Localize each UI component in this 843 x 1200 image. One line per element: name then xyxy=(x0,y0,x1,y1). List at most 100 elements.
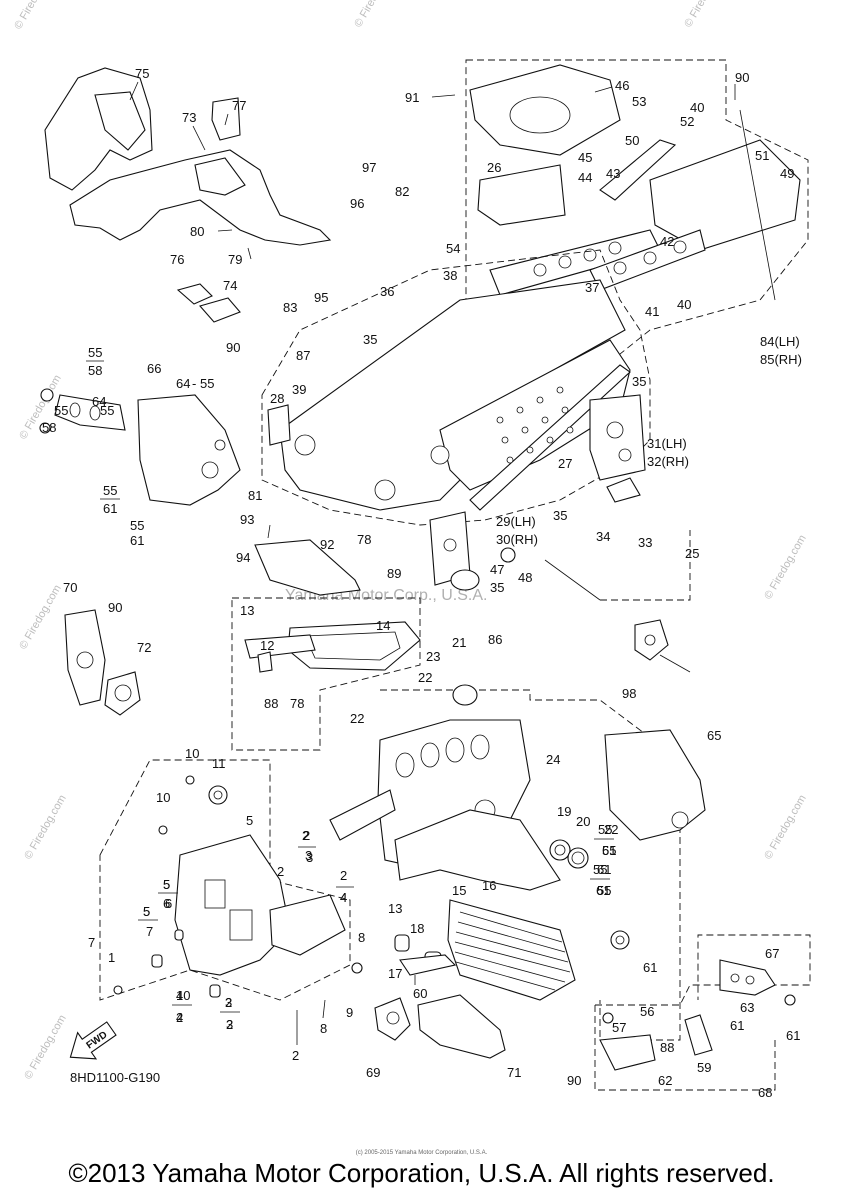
tunnel-holes xyxy=(496,386,574,464)
svg-text:2: 2 xyxy=(302,828,309,843)
part-number: 68 xyxy=(758,1085,772,1100)
part-number: 73 xyxy=(182,110,196,125)
part-number: 49 xyxy=(780,166,794,181)
part-number: 90 xyxy=(108,600,122,615)
part-number: 67 xyxy=(765,946,779,961)
part-number: 35 xyxy=(363,332,377,347)
part-number: 10 xyxy=(176,988,190,1003)
lower-right-assembly xyxy=(594,934,811,1091)
part-number: 81 xyxy=(248,488,262,503)
front-panels xyxy=(64,609,141,716)
part-number: 40 xyxy=(690,100,704,115)
part-number: 83 xyxy=(283,300,297,315)
fraction-mark: 5 7 xyxy=(138,904,158,939)
part-number: 90 xyxy=(735,70,749,85)
part-number: 8 xyxy=(358,930,365,945)
front-cover-assembly xyxy=(44,67,332,323)
fraction-marks: 55 58 64 - 55 55 61 2 3 2 4 5 6 xyxy=(86,345,616,1032)
part-number: 9 xyxy=(346,1005,353,1020)
part-number: 80 xyxy=(190,224,204,239)
part-number: 41 xyxy=(645,304,659,319)
fraction-mark: 2 3 xyxy=(298,828,316,865)
part-number: 35 xyxy=(490,580,504,595)
part-number: 44 xyxy=(578,170,592,185)
fraction-mark: 3 2 xyxy=(220,995,240,1032)
part-number: 47 xyxy=(490,562,504,577)
part-number: 82 xyxy=(395,184,409,199)
part-number: 35 xyxy=(553,508,567,523)
center-bulkhead xyxy=(329,684,681,1041)
small-credit: (c) 2005-2015 Yamaha Motor Corporation, … xyxy=(355,1150,488,1156)
part-number: 18 xyxy=(410,921,424,936)
svg-text:4: 4 xyxy=(176,988,183,1003)
part-number: 56 xyxy=(640,1004,654,1019)
part-number: 92 xyxy=(320,537,334,552)
part-number: 21 xyxy=(452,635,466,650)
svg-text:61: 61 xyxy=(602,843,616,858)
part-number: 43 xyxy=(606,166,620,181)
part-number: 4 xyxy=(340,890,347,905)
front-frame-plate xyxy=(231,597,421,751)
part-number: 30(RH) xyxy=(496,532,538,547)
part-number: 34 xyxy=(596,529,610,544)
svg-text:5: 5 xyxy=(163,877,170,892)
svg-text:6: 6 xyxy=(165,896,172,911)
rear-frame-assembly xyxy=(431,59,809,391)
part-number: 55 xyxy=(54,403,68,418)
part-number: 27 xyxy=(558,456,572,471)
part-number: 7 xyxy=(88,935,95,950)
part-number: 38 xyxy=(443,268,457,283)
left-front-frame xyxy=(99,759,363,1045)
part-number: 54 xyxy=(446,241,460,256)
part-number: 5 xyxy=(143,904,150,919)
part-number: 70 xyxy=(63,580,77,595)
part-number: 87 xyxy=(296,348,310,363)
part-number: 40 xyxy=(677,297,691,312)
corner-watermark: © Firedog.com xyxy=(22,793,69,862)
svg-text:3: 3 xyxy=(306,850,313,865)
part-number: 77 xyxy=(232,98,246,113)
corner-watermark: © Firedog.com xyxy=(22,1013,69,1082)
part-number: 69 xyxy=(366,1065,380,1080)
part-number: 78 xyxy=(357,532,371,547)
part-number: 10 xyxy=(185,746,199,761)
part-number: 66 xyxy=(147,361,161,376)
part-number: 55 xyxy=(130,518,144,533)
part-number: 14 xyxy=(376,618,390,633)
part-number: 64 xyxy=(92,394,106,409)
corner-watermark: © Firedog.com xyxy=(682,0,729,30)
part-number: 62 xyxy=(658,1073,672,1088)
part-number: 88 xyxy=(660,1040,674,1055)
corner-watermark: © Firedog.com xyxy=(762,793,809,862)
part-number: 29(LH) xyxy=(496,514,536,529)
part-number: 39 xyxy=(292,382,306,397)
diagram-code: 8HD1100-G190 xyxy=(70,1070,161,1085)
part-number: 12 xyxy=(260,638,274,653)
corner-watermark: © Firedog.com xyxy=(352,0,399,30)
part-number: 46 xyxy=(615,78,629,93)
fraction-mark: 55 61 xyxy=(590,862,610,898)
steering-bracket-assembly xyxy=(39,388,241,506)
part-number: 1 xyxy=(108,950,115,965)
part-number: 5 xyxy=(246,813,253,828)
fraction-mark: 55 61 xyxy=(100,483,120,516)
part-number: 4 xyxy=(176,1010,183,1025)
part-number: 37 xyxy=(585,280,599,295)
footrest-bracket xyxy=(254,524,361,596)
part-number: 55 xyxy=(100,403,114,418)
fraction-mark: 64 - 55 xyxy=(176,376,214,391)
part-number: 3 xyxy=(226,1017,233,1032)
part-number: 72 xyxy=(137,640,151,655)
svg-text:58: 58 xyxy=(88,363,102,378)
copyright-notice: ©2013 Yamaha Motor Corporation, U.S.A. A… xyxy=(68,1158,775,1188)
part-number: 58 xyxy=(42,420,56,435)
part-number: 28 xyxy=(270,391,284,406)
part-number: 20 xyxy=(576,814,590,829)
part-number: 60 xyxy=(413,986,427,1001)
svg-text:2: 2 xyxy=(176,1010,183,1025)
part-number: 98 xyxy=(622,686,636,701)
corner-watermark: © Firedog.com xyxy=(17,583,64,652)
svg-text:3: 3 xyxy=(225,995,232,1010)
corner-watermark: © Firedog.com xyxy=(12,0,59,32)
